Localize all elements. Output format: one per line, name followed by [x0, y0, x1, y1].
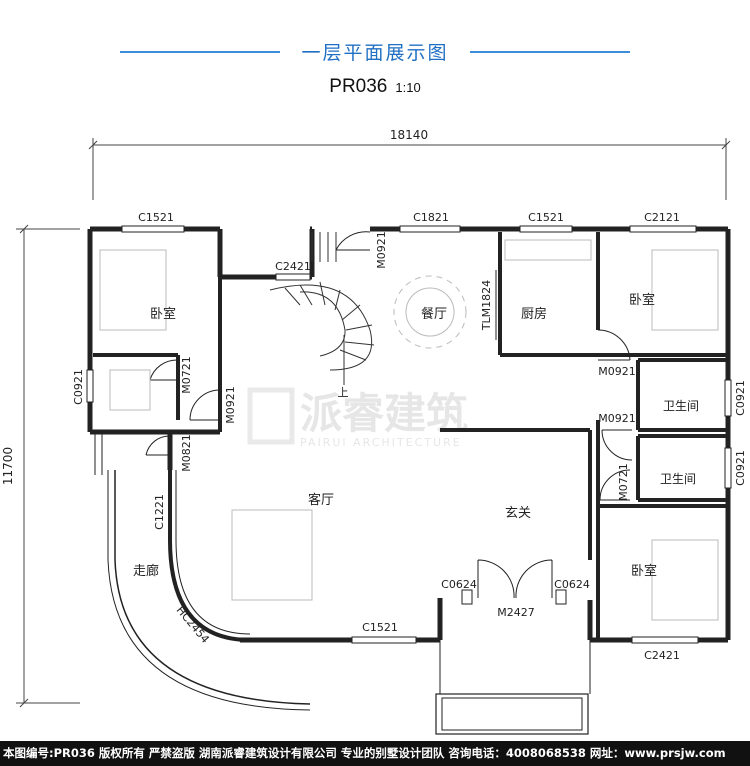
- label-m0921-bed-ne: M0921: [598, 365, 636, 378]
- label-hc2454: HC2454: [174, 604, 212, 646]
- dimension-lines: [16, 138, 731, 708]
- title-bar: 一层平面展示图: [0, 36, 750, 66]
- room-labels: 卧室 餐厅 厨房 卧室 卫生间 卫生间 客厅 玄关 卧室 走廊 上: [133, 292, 699, 579]
- room-dining: 餐厅: [421, 306, 447, 322]
- room-bedroom-ne: 卧室: [629, 292, 655, 308]
- title-line-right: [470, 51, 630, 53]
- label-c2421-bottom: C2421: [644, 649, 680, 662]
- label-m0821: M0821: [180, 434, 193, 472]
- stair-up-label: 上: [338, 386, 349, 399]
- watermark-logo-icon: [247, 387, 295, 445]
- dim-total-width: 18140: [390, 128, 428, 142]
- floor-plan: 派睿建筑 PAIRUI ARCHITECTURE 18140 11700: [1, 128, 747, 735]
- label-c0921-bath2: C0921: [734, 450, 747, 486]
- dim-total-depth: 11700: [1, 447, 15, 485]
- label-c1821: C1821: [413, 211, 449, 224]
- room-bath-1: 卫生间: [663, 399, 699, 413]
- opening-labels: C1521 C1821 C1521 C2121 C2421 M0921 TLM1…: [72, 211, 747, 662]
- label-c1521-top: C1521: [138, 211, 174, 224]
- label-m0921-stair: M0921: [375, 231, 388, 269]
- plan-scale: 1:10: [395, 80, 421, 95]
- page-title: 一层平面展示图: [301, 42, 449, 64]
- label-m0921-bath: M0921: [598, 412, 636, 425]
- plan-code: PR036: [329, 76, 388, 97]
- label-c1221: C1221: [153, 494, 166, 530]
- watermark-sub: PAIRUI ARCHITECTURE: [300, 436, 462, 449]
- label-c1521-kitchen: C1521: [528, 211, 564, 224]
- label-c1521-bottom: C1521: [362, 621, 398, 634]
- label-c2421-stair: C2421: [275, 260, 311, 273]
- spiral-stair: [269, 232, 375, 385]
- label-m0921-living: M0921: [224, 386, 237, 424]
- label-m0721-bath: M0721: [617, 463, 630, 501]
- label-c0921-left: C0921: [72, 369, 85, 405]
- plan-code-row: PR036 1:10: [0, 76, 750, 98]
- footer-banner: 本图编号:PR036 版权所有 严禁盗版 湖南派睿建筑设计有限公司 专业的别墅设…: [0, 741, 750, 766]
- label-m2427: M2427: [497, 606, 535, 619]
- doors: [145, 231, 633, 599]
- label-c0624-left: C0624: [441, 578, 477, 591]
- label-tlm1824: TLM1824: [480, 280, 493, 331]
- windows: [86, 225, 732, 644]
- room-bedroom-nw: 卧室: [150, 306, 176, 322]
- curved-walls: [94, 432, 591, 735]
- room-corridor: 走廊: [133, 563, 159, 579]
- label-c2121: C2121: [644, 211, 680, 224]
- room-bedroom-se: 卧室: [631, 563, 657, 579]
- title-line-left: [120, 51, 280, 53]
- room-foyer: 玄关: [505, 506, 531, 521]
- room-bath-2: 卫生间: [660, 472, 696, 486]
- furniture: [99, 239, 719, 621]
- label-c0921-bath1: C0921: [734, 380, 747, 416]
- room-kitchen: 厨房: [521, 306, 547, 322]
- interior-walls: [93, 232, 728, 640]
- label-m0721-left: M0721: [180, 356, 193, 394]
- room-living: 客厅: [308, 492, 334, 508]
- label-c0624-right: C0624: [554, 578, 590, 591]
- watermark: 派睿建筑 PAIRUI ARCHITECTURE: [247, 387, 468, 449]
